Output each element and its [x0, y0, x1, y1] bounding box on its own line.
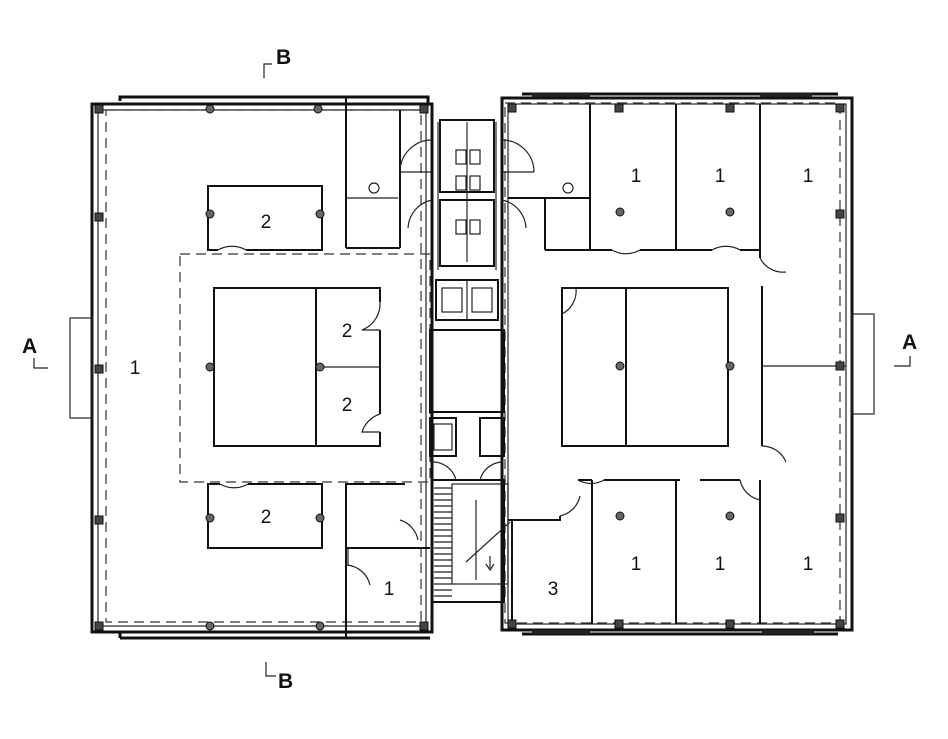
room-number-west-open: 1 — [130, 358, 141, 379]
section-mark-b-bottom: B — [278, 670, 293, 693]
room-number-east-bottom-mid: 1 — [715, 554, 726, 575]
room-number-west-top-office: 2 — [261, 212, 272, 233]
section-mark-a-right: A — [902, 331, 917, 354]
east-wing-rooms — [508, 104, 846, 624]
room-number-office-3: 3 — [548, 579, 559, 600]
room-numbers: 1 2 2 2 2 1 3 1 1 1 1 1 1 — [130, 166, 814, 600]
central-core — [429, 104, 505, 460]
room-number-west-core-upper: 2 — [342, 321, 353, 342]
section-markers: B B A A — [22, 46, 917, 693]
section-mark-a-left: A — [22, 335, 37, 358]
room-number-east-top-right: 1 — [803, 166, 814, 187]
columns-square — [94, 103, 845, 631]
room-number-east-bottom-left: 1 — [631, 554, 642, 575]
door-swings — [217, 139, 787, 586]
room-number-west-bottom-office: 2 — [261, 507, 272, 528]
room-number-west-core-lower: 2 — [342, 395, 353, 416]
room-number-east-bottom-right: 1 — [803, 554, 814, 575]
columns-round — [205, 104, 735, 631]
room-number-east-top-mid: 1 — [715, 166, 726, 187]
section-mark-b-top: B — [276, 46, 291, 69]
side-projections — [69, 313, 875, 419]
room-number-east-top-left: 1 — [631, 166, 642, 187]
stair — [431, 479, 511, 603]
fixtures — [368, 182, 574, 194]
room-number-south-small-office: 1 — [384, 579, 395, 600]
west-wing-rooms — [207, 97, 430, 638]
